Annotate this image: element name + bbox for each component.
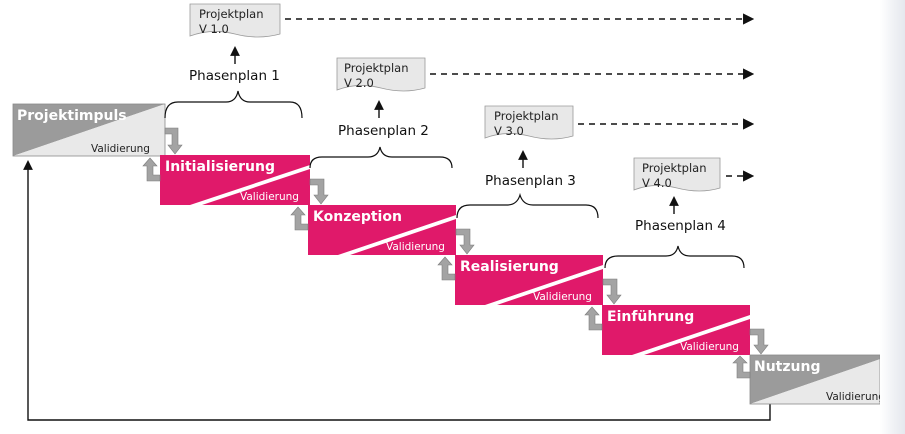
project-plan-3-line2: V 3.0 [494,124,524,138]
phase-title-realisierung: Realisierung [460,259,559,275]
phase-box-initialisierung: Initialisierung Validierung [160,155,310,205]
phase-title-nutzung: Nutzung [754,359,820,375]
validation-label-projektimpuls: Validierung [91,143,150,155]
brace-phase-1 [164,90,303,119]
project-plan-1-line2: V 1.0 [199,22,229,36]
phase-plan-label-3: Phasenplan 3 [485,173,576,189]
phase-plan-label-2: Phasenplan 2 [338,123,429,139]
forward-arrow-4 [602,278,622,305]
project-plan-4-line2: V 4.0 [642,176,672,190]
forward-arrow-3 [455,228,475,255]
back-arrow-2 [290,206,309,231]
back-arrow-4 [584,306,603,331]
phase-box-einfuehrung: Einführung Validierung [602,305,750,355]
project-plan-doc-4: Projektplan V 4.0 [633,157,721,192]
feedback-loop-line [23,160,771,421]
brace-phase-4 [604,245,745,269]
validation-label-nutzung: Validierung [826,391,880,403]
phase-plan-label-1: Phasenplan 1 [189,68,280,84]
page-edge-shade [880,0,905,434]
forward-arrow-1 [164,127,183,155]
back-arrow-5 [732,355,751,379]
brace-phase-3 [456,192,599,219]
phase-title-initialisierung: Initialisierung [165,159,275,175]
validation-label-initialisierung: Validierung [240,191,299,203]
validation-label-konzeption: Validierung [386,241,445,253]
phase-title-projektimpuls: Projektimpuls [17,108,127,124]
phase-connectors [142,127,769,379]
phase-box-realisierung: Realisierung Validierung [455,255,603,305]
project-plan-4-line1: Projektplan [642,161,707,175]
project-plan-3-line1: Projektplan [494,109,559,123]
project-plan-2-line1: Projektplan [344,61,409,75]
project-plan-1-line1: Projektplan [199,7,264,21]
project-plan-doc-3: Projektplan V 3.0 [484,105,574,140]
plan-continuation-arrows [285,13,755,182]
phase-box-konzeption: Konzeption Validierung [308,205,456,255]
brace-phase-2 [309,146,453,169]
phase-title-konzeption: Konzeption [313,209,402,225]
forward-arrow-5 [749,328,769,355]
forward-arrow-2 [309,178,329,205]
back-arrow-1 [142,157,161,182]
phase-box-projektimpuls: Projektimpuls Validierung [12,103,166,157]
back-arrow-3 [437,256,456,281]
plan-up-arrows [230,46,679,214]
project-plan-2-line2: V 2.0 [344,76,374,90]
phase-plan-label-4: Phasenplan 4 [635,218,726,234]
project-plan-doc-1: Projektplan V 1.0 [189,3,281,38]
validation-label-realisierung: Validierung [533,291,592,303]
phase-model-diagram: Projektimpuls Validierung Initialisierun… [12,3,880,421]
phase-box-nutzung: Nutzung Validierung [749,354,880,405]
project-plan-doc-2: Projektplan V 2.0 [336,57,426,92]
phase-title-einfuehrung: Einführung [607,309,694,325]
phase-braces [164,90,745,269]
validation-label-einfuehrung: Validierung [680,341,739,353]
